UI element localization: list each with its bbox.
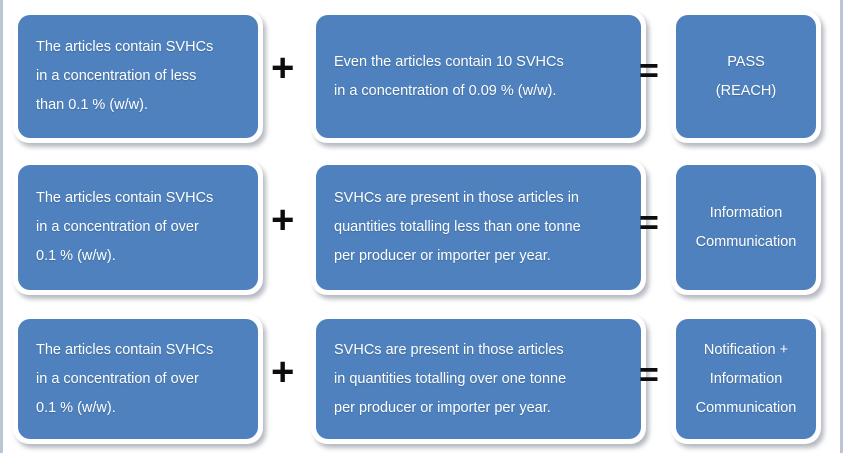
row-3-detail-box: SVHCs are present in those articles in q… — [311, 314, 646, 444]
plus-operator-row-2: + — [271, 198, 295, 242]
text-line: in a concentration of over — [36, 219, 199, 235]
row-2-result-text: Information Communication — [676, 165, 816, 290]
text-line: Information — [709, 204, 783, 221]
text-line: 0.1 % (w/w). — [36, 248, 116, 264]
text-line: in a concentration of less — [36, 68, 197, 84]
equals-operator-row-2: = — [639, 204, 659, 242]
row-2-condition-box: The articles contain SVHCs in a concentr… — [13, 160, 263, 295]
text-line: Even the articles contain 10 SVHCs — [334, 53, 564, 70]
row-2-result-box: Information Communication — [671, 160, 821, 295]
text-line: The articles contain SVHCs — [36, 39, 214, 55]
text-line: quantities totalling less than one tonne — [334, 219, 581, 235]
row-3-condition-box: The articles contain SVHCs in a concentr… — [13, 314, 263, 444]
text-line: SVHCs are present in those articles in — [334, 190, 579, 206]
text-line: per producer or importer per year. — [334, 399, 551, 416]
row-1-condition-box: The articles contain SVHCs in a concentr… — [13, 10, 263, 143]
row-2-detail-text: SVHCs are present in those articles in q… — [316, 165, 641, 290]
text-line: The articles contain SVHCs — [36, 190, 214, 206]
row-1-condition-text: The articles contain SVHCs in a concentr… — [18, 15, 258, 138]
diagram-row-2: The articles contain SVHCs in a concentr… — [3, 156, 843, 298]
text-line: 0.1 % (w/w). — [36, 399, 116, 416]
row-2-detail-box: SVHCs are present in those articles in q… — [311, 160, 646, 295]
diagram-row-3: The articles contain SVHCs in a concentr… — [3, 310, 843, 448]
row-1-detail-text: Even the articles contain 10 SVHCs in a … — [316, 15, 641, 138]
equals-operator-row-3: = — [639, 356, 659, 394]
diagram-row-1: The articles contain SVHCs in a concentr… — [3, 4, 843, 144]
row-2-condition-text: The articles contain SVHCs in a concentr… — [18, 165, 258, 290]
row-3-result-box: Notification + Information Communication — [671, 314, 821, 444]
text-line: The articles contain SVHCs — [36, 341, 214, 358]
row-3-result-text: Notification + Information Communication — [676, 319, 816, 439]
text-line: than 0.1 % (w/w). — [36, 97, 149, 113]
text-line: (REACH) — [715, 82, 777, 99]
row-1-result-box: PASS (REACH) — [671, 10, 821, 143]
text-line: Communication — [695, 233, 797, 250]
text-line: Communication — [695, 399, 797, 416]
row-1-detail-box: Even the articles contain 10 SVHCs in a … — [311, 10, 646, 143]
text-line: Information — [709, 370, 783, 387]
text-line: in quantities totalling over one tonne — [334, 370, 567, 387]
text-line: in a concentration of over — [36, 370, 199, 387]
text-line: in a concentration of 0.09 % (w/w). — [334, 82, 557, 99]
row-1-result-text: PASS (REACH) — [676, 15, 816, 138]
row-3-condition-text: The articles contain SVHCs in a concentr… — [18, 319, 258, 439]
plus-operator-row-1: + — [271, 46, 295, 90]
text-line: SVHCs are present in those articles — [334, 341, 564, 358]
equals-operator-row-1: = — [639, 52, 659, 90]
text-line: per producer or importer per year. — [334, 248, 551, 264]
text-line: PASS — [727, 53, 765, 70]
text-line: Notification + — [703, 341, 789, 358]
row-3-detail-text: SVHCs are present in those articles in q… — [316, 319, 641, 439]
plus-operator-row-3: + — [271, 350, 295, 394]
